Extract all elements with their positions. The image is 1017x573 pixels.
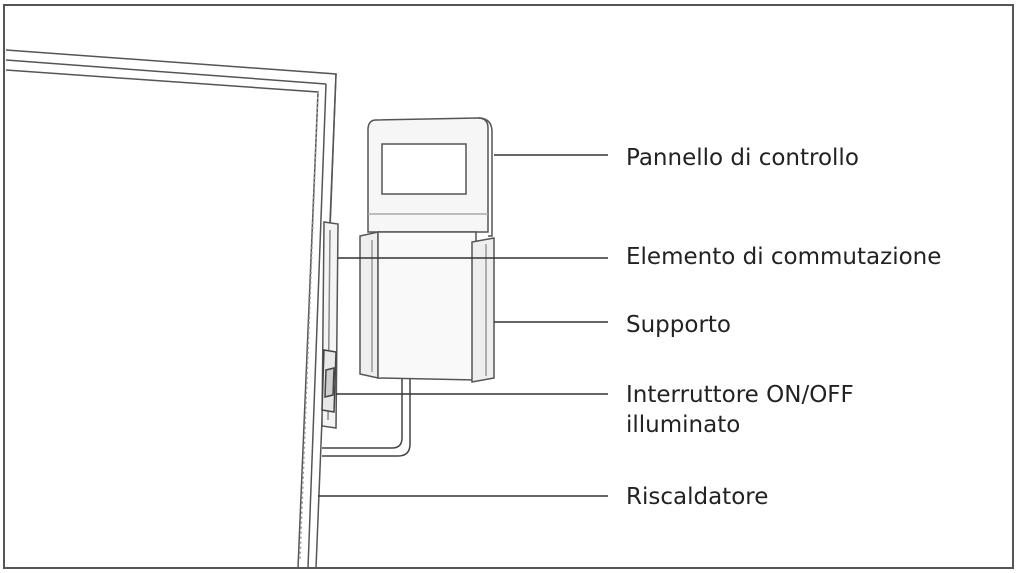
label-control-panel: Pannello di controllo bbox=[626, 145, 859, 171]
heater-panel bbox=[5, 49, 337, 569]
cable bbox=[322, 376, 411, 457]
control-panel-device bbox=[367, 117, 493, 237]
label-on-off-switch: Interruttore ON/OFF illuminato bbox=[626, 380, 854, 440]
leader-lines bbox=[318, 154, 608, 497]
control-panel-display bbox=[381, 143, 467, 195]
label-switch-line2: illuminato bbox=[626, 412, 741, 438]
label-heater: Riscaldatore bbox=[626, 484, 769, 510]
label-holder: Supporto bbox=[626, 312, 731, 338]
label-switching-element: Elemento di commutazione bbox=[626, 244, 942, 270]
on-off-switch bbox=[321, 349, 337, 413]
figure-border bbox=[3, 4, 1014, 569]
holder bbox=[359, 231, 495, 383]
label-switch-line1: Interruttore ON/OFF bbox=[626, 382, 854, 408]
